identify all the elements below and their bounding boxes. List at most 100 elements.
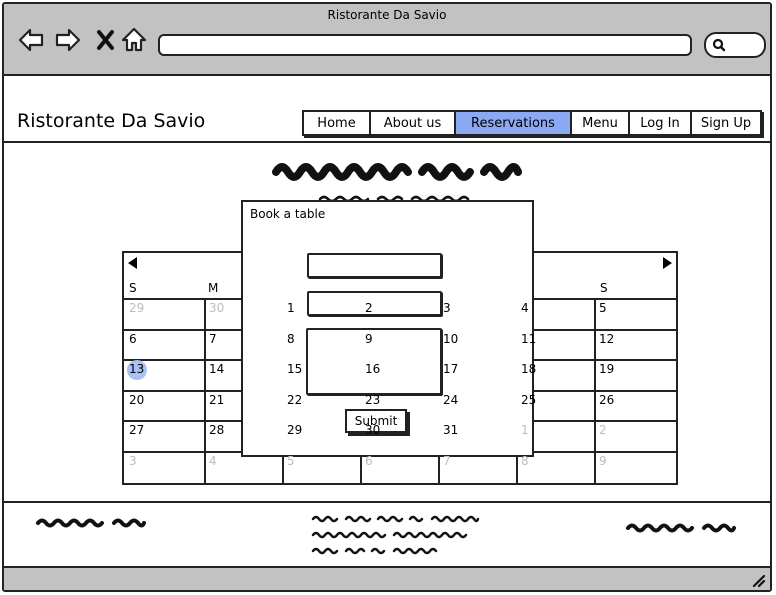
nav-menu[interactable]: Menu bbox=[570, 110, 630, 136]
calendar-day-number: 9 bbox=[599, 454, 607, 468]
search-icon bbox=[712, 38, 726, 52]
calendar-day[interactable]: 4 bbox=[204, 451, 282, 485]
calendar-day[interactable]: 15 bbox=[282, 359, 360, 390]
calendar-day-number: 22 bbox=[287, 393, 303, 407]
calendar-day[interactable]: 17 bbox=[438, 359, 516, 390]
calendar-day-number: 27 bbox=[129, 423, 145, 437]
calendar-day-number: 3 bbox=[129, 454, 137, 468]
calendar-day-number: 5 bbox=[287, 454, 295, 468]
calendar-day[interactable]: 22 bbox=[282, 390, 360, 420]
calendar-day-number: 16 bbox=[365, 362, 381, 376]
arrow-right-icon[interactable] bbox=[54, 26, 82, 54]
calendar-day[interactable]: 6 bbox=[360, 451, 438, 485]
selected-day-highlight bbox=[127, 360, 147, 380]
calendar-day-number: 4 bbox=[209, 454, 217, 468]
nav-sign-up[interactable]: Sign Up bbox=[690, 110, 762, 136]
calendar-day[interactable]: 3 bbox=[124, 451, 204, 485]
calendar-day-number: 8 bbox=[521, 454, 529, 468]
home-icon[interactable] bbox=[120, 26, 148, 54]
window-title: Ristorante Da Savio bbox=[327, 8, 447, 22]
status-bar bbox=[4, 566, 770, 590]
calendar-day-number: 25 bbox=[521, 393, 537, 407]
calendar-day[interactable]: 7 bbox=[438, 451, 516, 485]
calendar-day-number: 7 bbox=[209, 332, 217, 346]
close-icon[interactable] bbox=[92, 26, 120, 54]
calendar-day-number: 30 bbox=[365, 423, 381, 437]
calendar-day[interactable]: 23 bbox=[360, 390, 438, 420]
calendar-day-number: 2 bbox=[599, 423, 607, 437]
next-month-icon[interactable] bbox=[663, 257, 672, 269]
calendar-day[interactable]: 24 bbox=[438, 390, 516, 420]
weekday-header: S bbox=[129, 281, 137, 295]
calendar-day[interactable]: 31 bbox=[438, 420, 516, 451]
footer-center-scribble bbox=[311, 515, 480, 555]
calendar-day[interactable]: 29 bbox=[124, 298, 204, 329]
calendar-day[interactable]: 6 bbox=[124, 329, 204, 359]
calendar-day-number: 6 bbox=[129, 332, 137, 346]
main-nav: Home About us Reservations Menu Log In S… bbox=[302, 110, 762, 136]
calendar-day-number: 30 bbox=[209, 301, 225, 315]
calendar-day-number: 1 bbox=[521, 423, 529, 437]
calendar-day[interactable]: 21 bbox=[204, 390, 282, 420]
calendar-day[interactable]: 9 bbox=[360, 329, 438, 359]
calendar-day-number: 4 bbox=[521, 301, 529, 315]
resize-grip-icon[interactable] bbox=[750, 572, 766, 588]
calendar-day[interactable]: 16 bbox=[360, 359, 438, 390]
calendar-day[interactable]: 14 bbox=[204, 359, 282, 390]
calendar-day-number: 8 bbox=[287, 332, 295, 346]
calendar-day[interactable]: 8 bbox=[282, 329, 360, 359]
calendar-day-number: 21 bbox=[209, 393, 225, 407]
calendar-day[interactable]: 30 bbox=[204, 298, 282, 329]
calendar-day[interactable]: 30 bbox=[360, 420, 438, 451]
calendar-day-number: 10 bbox=[443, 332, 459, 346]
calendar-day-number: 7 bbox=[443, 454, 451, 468]
calendar-day-number: 15 bbox=[287, 362, 303, 376]
calendar-day-number: 3 bbox=[443, 301, 451, 315]
footer-left-scribble bbox=[36, 518, 146, 528]
calendar-day[interactable]: 11 bbox=[516, 329, 594, 359]
message-textarea[interactable] bbox=[306, 328, 442, 395]
calendar-day[interactable]: 19 bbox=[594, 359, 676, 390]
calendar-day[interactable]: 10 bbox=[438, 329, 516, 359]
calendar-day[interactable]: 26 bbox=[594, 390, 676, 420]
nav-home[interactable]: Home bbox=[302, 110, 371, 136]
address-bar[interactable] bbox=[158, 34, 692, 56]
calendar-day[interactable]: 5 bbox=[282, 451, 360, 485]
calendar-day-number: 28 bbox=[209, 423, 225, 437]
calendar-day[interactable]: 5 bbox=[594, 298, 676, 329]
calendar-day[interactable]: 28 bbox=[204, 420, 282, 451]
calendar-day[interactable]: 12 bbox=[594, 329, 676, 359]
name-input[interactable] bbox=[307, 253, 442, 278]
submit-button[interactable]: Submit bbox=[345, 409, 407, 433]
calendar-day[interactable]: 8 bbox=[516, 451, 594, 485]
book-table-dialog: Book a table Submit bbox=[241, 200, 534, 457]
calendar-day[interactable]: 13 bbox=[124, 359, 204, 390]
weekday-header: M bbox=[208, 281, 219, 295]
contact-input[interactable] bbox=[307, 291, 442, 316]
calendar-day[interactable]: 1 bbox=[282, 298, 360, 329]
calendar-day[interactable]: 29 bbox=[282, 420, 360, 451]
calendar-day-number: 18 bbox=[521, 362, 537, 376]
calendar-day[interactable]: 2 bbox=[594, 420, 676, 451]
calendar-day[interactable]: 1 bbox=[516, 420, 594, 451]
calendar-day-number: 9 bbox=[365, 332, 373, 346]
calendar-day[interactable]: 20 bbox=[124, 390, 204, 420]
calendar-day[interactable]: 18 bbox=[516, 359, 594, 390]
calendar-day[interactable]: 27 bbox=[124, 420, 204, 451]
calendar-day[interactable]: 9 bbox=[594, 451, 676, 485]
nav-log-in[interactable]: Log In bbox=[628, 110, 692, 136]
calendar-day-number: 19 bbox=[599, 362, 615, 376]
nav-reservations[interactable]: Reservations bbox=[454, 110, 572, 136]
calendar-day[interactable]: 25 bbox=[516, 390, 594, 420]
calendar-day[interactable]: 2 bbox=[360, 298, 438, 329]
calendar-day[interactable]: 7 bbox=[204, 329, 282, 359]
calendar-day[interactable]: 4 bbox=[516, 298, 594, 329]
calendar-day-number: 11 bbox=[521, 332, 537, 346]
calendar-day[interactable]: 3 bbox=[438, 298, 516, 329]
previous-month-icon[interactable] bbox=[128, 257, 137, 269]
search-field[interactable] bbox=[704, 32, 766, 58]
nav-about-us[interactable]: About us bbox=[369, 110, 456, 136]
arrow-left-icon[interactable] bbox=[17, 26, 45, 54]
site-title: Ristorante Da Savio bbox=[17, 110, 206, 132]
